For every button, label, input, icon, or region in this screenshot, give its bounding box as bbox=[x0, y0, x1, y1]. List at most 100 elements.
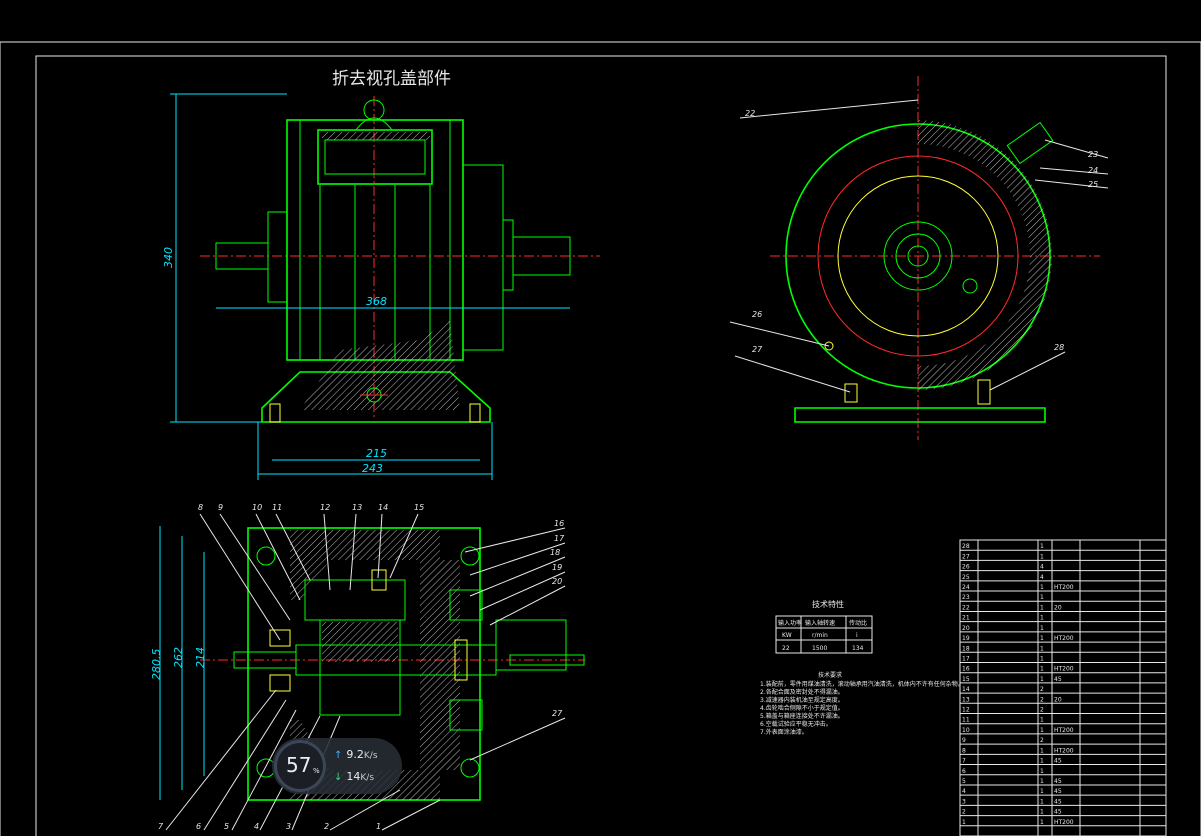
section-view-dimensions: 280.5 262 214 bbox=[150, 526, 207, 800]
bom-cell: 1 bbox=[1040, 758, 1044, 765]
svg-text:输入轴转速: 输入轴转速 bbox=[805, 619, 835, 627]
svg-text:1: 1 bbox=[376, 822, 381, 831]
bom-cell: 1 bbox=[1040, 655, 1044, 662]
svg-text:9: 9 bbox=[218, 503, 223, 512]
bom-cell: 20 bbox=[962, 625, 970, 632]
bom-cell: 19 bbox=[962, 635, 970, 642]
bom-cell: 1 bbox=[1040, 788, 1044, 795]
svg-text:5.箱盖与箱座连接处不许漏油。: 5.箱盖与箱座连接处不许漏油。 bbox=[760, 712, 844, 720]
bom-cell: 45 bbox=[1054, 788, 1062, 795]
svg-text:17: 17 bbox=[554, 534, 565, 543]
bom-cell: 45 bbox=[1054, 778, 1062, 785]
bom-cell: 12 bbox=[962, 707, 970, 714]
bom-cell: 5 bbox=[962, 778, 966, 785]
upload-arrow-icon: ↑ bbox=[334, 750, 343, 761]
bom-cell: 4 bbox=[1040, 574, 1044, 581]
side-view bbox=[770, 76, 1100, 440]
bom-cell: 1 bbox=[1040, 809, 1044, 816]
svg-text:7: 7 bbox=[158, 822, 164, 831]
bom-cell: HT200 bbox=[1054, 727, 1074, 734]
outer-frame bbox=[0, 41, 1201, 836]
upload-speed: 9.2 bbox=[346, 748, 364, 761]
bom-cell: 2 bbox=[1040, 686, 1044, 693]
svg-text:20: 20 bbox=[552, 577, 562, 586]
bom-cell: 7 bbox=[962, 758, 966, 765]
dim-base-243: 243 bbox=[362, 462, 383, 475]
bom-cell: 4 bbox=[1040, 564, 1044, 571]
svg-text:7.外表面涂油漆。: 7.外表面涂油漆。 bbox=[760, 728, 808, 736]
dim-shaft-368: 368 bbox=[366, 295, 387, 308]
svg-text:25: 25 bbox=[1088, 180, 1098, 189]
bom-cell: 23 bbox=[962, 594, 970, 601]
dim-height-340: 340 bbox=[162, 247, 175, 268]
bom-cell: 1 bbox=[1040, 615, 1044, 622]
bom-cell: 1 bbox=[1040, 543, 1044, 550]
bom-cell: 14 bbox=[962, 686, 970, 693]
svg-text:10: 10 bbox=[252, 503, 262, 512]
bom-cell: HT200 bbox=[1054, 747, 1074, 754]
bom-cell: 27 bbox=[962, 553, 970, 560]
dim-base-215: 215 bbox=[366, 447, 387, 460]
svg-text:12: 12 bbox=[320, 503, 330, 512]
bom-cell: 20 bbox=[1054, 696, 1062, 703]
bom-cell: 2 bbox=[1040, 737, 1044, 744]
bom-cell: 1 bbox=[1040, 604, 1044, 611]
bom-cell: 6 bbox=[962, 768, 966, 775]
tech-requirements: 技术要求 1.装配前，零件用煤油清洗，滚动轴承用汽油清洗，机体内不许有任何杂物。… bbox=[760, 671, 964, 736]
download-speed: 14 bbox=[346, 770, 361, 783]
download-row: ↓14K/s bbox=[334, 770, 374, 783]
download-unit: K/s bbox=[360, 773, 375, 783]
svg-text:6: 6 bbox=[196, 822, 201, 831]
front-view bbox=[200, 96, 600, 423]
side-view-callouts: 22 23 24 25 26 27 28 bbox=[729, 99, 1109, 393]
front-view-dimensions: 340 368 215 243 bbox=[162, 93, 570, 480]
bom-cell: 2 bbox=[1040, 696, 1044, 703]
svg-text:3.减速器内装机油至规定高度。: 3.减速器内装机油至规定高度。 bbox=[760, 696, 844, 704]
svg-text:8: 8 bbox=[198, 503, 203, 512]
svg-text:134: 134 bbox=[852, 645, 864, 652]
bom-cell: 26 bbox=[962, 564, 970, 571]
network-speed-widget[interactable]: 57 % ↑9.2K/s ↓14K/s bbox=[272, 738, 402, 794]
bom-cell: 28 bbox=[962, 543, 970, 550]
bom-cell: 1 bbox=[1040, 727, 1044, 734]
svg-text:14: 14 bbox=[378, 503, 388, 512]
bom-cell: HT200 bbox=[1054, 666, 1074, 673]
svg-text:4.齿轮啮合侧隙不小于规定值。: 4.齿轮啮合侧隙不小于规定值。 bbox=[760, 704, 844, 712]
bom-cell: 4 bbox=[962, 788, 966, 795]
svg-text:6.空载试验应平稳无冲击。: 6.空载试验应平稳无冲击。 bbox=[760, 720, 832, 728]
bom-cell: 1 bbox=[1040, 645, 1044, 652]
bom-cell: 10 bbox=[962, 727, 970, 734]
svg-text:2.各配合面及密封处不得漏油。: 2.各配合面及密封处不得漏油。 bbox=[760, 688, 844, 696]
bom-cell: HT200 bbox=[1054, 819, 1074, 826]
svg-text:27: 27 bbox=[752, 345, 763, 354]
spec-table: 技术特性 输入功率 输入轴转速 传动比 KW r/min i 22 1500 1… bbox=[775, 599, 873, 654]
bom-cell: 1 bbox=[1040, 594, 1044, 601]
svg-text:22: 22 bbox=[745, 109, 755, 118]
download-arrow-icon: ↓ bbox=[334, 772, 343, 783]
svg-text:16: 16 bbox=[554, 519, 564, 528]
bom-cell: 1 bbox=[1040, 676, 1044, 683]
svg-text:18: 18 bbox=[550, 548, 560, 557]
bom-cell: 1 bbox=[1040, 747, 1044, 754]
svg-text:262: 262 bbox=[172, 647, 185, 668]
bom-cell: HT200 bbox=[1054, 584, 1074, 591]
svg-text:技术要求: 技术要求 bbox=[818, 671, 842, 679]
bom-cell: 1 bbox=[1040, 778, 1044, 785]
svg-text:280.5: 280.5 bbox=[150, 649, 163, 681]
usage-ring: 57 % bbox=[274, 740, 326, 792]
bom-cell: 15 bbox=[962, 676, 970, 683]
svg-text:r/min: r/min bbox=[812, 632, 828, 639]
svg-text:27: 27 bbox=[552, 709, 563, 718]
svg-text:15: 15 bbox=[414, 503, 424, 512]
svg-text:输入功率: 输入功率 bbox=[778, 619, 802, 627]
bom-cell: 2 bbox=[962, 809, 966, 816]
bom-cell: 8 bbox=[962, 747, 966, 754]
spec-table-title: 技术特性 bbox=[812, 599, 844, 609]
bom-cell: 1 bbox=[1040, 798, 1044, 805]
bom-cell: 45 bbox=[1054, 758, 1062, 765]
bom-cell: 1 bbox=[1040, 625, 1044, 632]
svg-text:214: 214 bbox=[194, 647, 207, 668]
bom-cell: 45 bbox=[1054, 676, 1062, 683]
